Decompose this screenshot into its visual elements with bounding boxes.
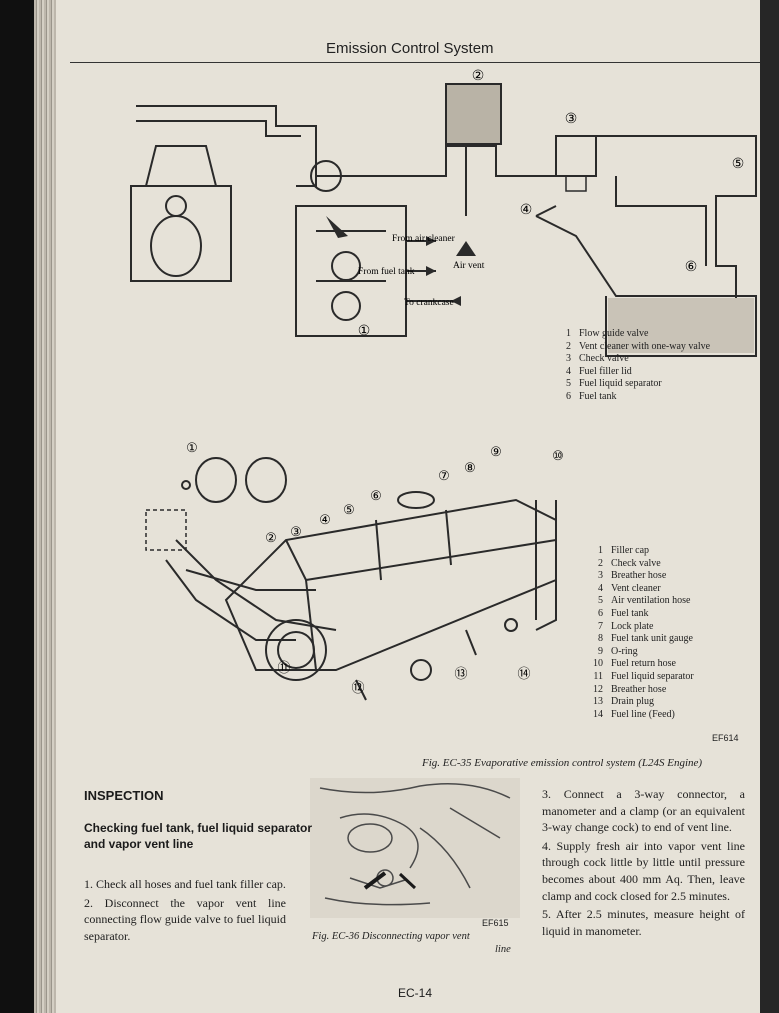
step-paragraph: 5. After 2.5 minutes, measure height of …	[542, 907, 745, 938]
header-rule	[70, 62, 760, 63]
fig1-callout-5: ⑤	[732, 157, 745, 172]
step-paragraph: 1. Check all hoses and fuel tank filler …	[84, 877, 286, 891]
fig1-callout-4: ④	[520, 203, 533, 218]
label-from-air-cleaner: From air cleaner	[392, 234, 456, 244]
page-header-title: Emission Control System	[326, 40, 494, 57]
label-to-crankcase: To crankcase	[404, 298, 454, 308]
fig2-callout-14: ⑭	[517, 666, 530, 681]
figure3-caption-line2: line	[495, 944, 511, 955]
fig1-callout-2: ②	[472, 69, 485, 84]
inspection-subheading: Checking fuel tank, fuel liquid separato…	[84, 821, 313, 851]
fig2-callout-11: ⑪	[277, 660, 290, 675]
fig2-callout-1: ①	[186, 440, 198, 455]
figure-system-schematic: ② ③ ⑤ ④ ⑥ ① From air cleaner From fuel t…	[130, 69, 757, 357]
manual-page: Emission Control System	[56, 0, 779, 1013]
fig2-callout-7: ⑦	[438, 468, 450, 483]
fig2-callout-4: ④	[319, 512, 331, 527]
scan-page-edges	[34, 0, 56, 1013]
fig1-callout-3: ③	[565, 112, 578, 127]
figure3-caption-line1: Fig. EC-36 Disconnecting vapor vent	[312, 931, 470, 942]
fig2-callout-3: ③	[290, 524, 302, 539]
fig2-callout-8: ⑧	[464, 460, 476, 475]
inspection-steps-left: 1. Check all hoses and fuel tank filler …	[84, 876, 286, 946]
inspection-heading: INSPECTION	[84, 788, 164, 803]
fig2-callout-2: ②	[265, 530, 277, 545]
figure3-code: EF615	[482, 918, 509, 928]
step-paragraph: 4. Supply fresh air into vapor vent line…	[542, 838, 745, 903]
figure2-code: EF614	[712, 733, 739, 743]
fig2-callout-12: ⑫	[351, 680, 364, 695]
fig2-callout-9: ⑨	[490, 444, 502, 459]
scan-left-shadow	[0, 0, 34, 1013]
step-paragraph: 2. Disconnect the vapor vent line connec…	[84, 895, 286, 943]
fig2-callout-5: ⑤	[343, 502, 355, 517]
scan-right-shadow	[760, 0, 779, 1013]
figure-vapor-vent-photo	[310, 778, 520, 918]
fig1-callout-6: ⑥	[685, 260, 698, 275]
fig2-callout-6: ⑥	[370, 488, 382, 503]
page-number: EC-14	[398, 986, 433, 1000]
step-paragraph: 3. Connect a 3-way connector, a manomete…	[542, 787, 745, 835]
fig1-callout-1: ①	[358, 324, 371, 339]
label-air-vent: Air vent	[453, 261, 485, 271]
fig2-callout-10: ⑩	[552, 448, 564, 463]
inspection-steps-right: 3. Connect a 3-way connector, a manomete…	[542, 786, 745, 941]
label-from-fuel-tank: From fuel tank	[358, 266, 415, 277]
fig2-callout-13: ⑬	[454, 666, 467, 681]
figure-fuel-tank-layout: ① ② ③ ④ ⑤ ⑥ ⑦ ⑧ ⑨ ⑩ ⑪ ⑫ ⑬ ⑭	[145, 440, 564, 701]
figure2-caption: Fig. EC-35 Evaporative emission control …	[422, 757, 703, 769]
